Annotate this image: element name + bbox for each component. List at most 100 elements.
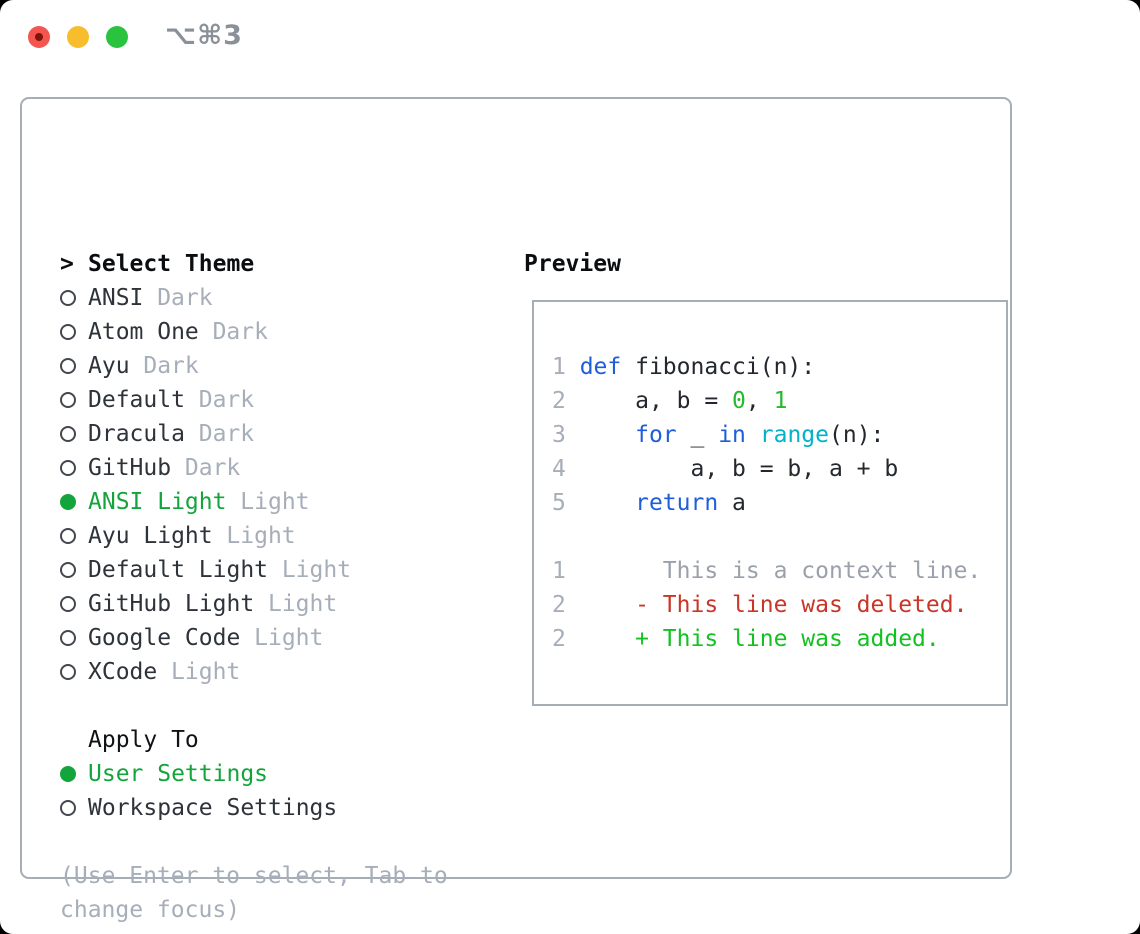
theme-option-github-light[interactable]: GitHub Light Light xyxy=(60,587,448,621)
radio-icon xyxy=(60,562,88,578)
code-segment: return xyxy=(635,490,719,516)
theme-option-github[interactable]: GitHub Dark xyxy=(60,451,448,485)
theme-option-google-code[interactable]: Google Code Light xyxy=(60,621,448,655)
theme-variant-tag: Dark xyxy=(212,319,268,345)
apply-option-user-settings[interactable]: User Settings xyxy=(60,757,448,791)
theme-option-ansi-light[interactable]: ANSI Light Light xyxy=(60,485,448,519)
minimize-button[interactable] xyxy=(67,26,89,48)
line-number: 1 xyxy=(552,558,566,584)
apply-option-label: Workspace Settings xyxy=(88,795,338,821)
code-segment: - This line was deleted. xyxy=(635,592,968,618)
radio-icon xyxy=(60,630,88,646)
line-number: 4 xyxy=(552,456,580,482)
code-segment: 1 xyxy=(773,388,788,414)
theme-variant-tag: Dark xyxy=(157,285,213,311)
theme-option-label: Default Light xyxy=(88,557,269,583)
code-segment: a, b = b, a + b xyxy=(579,456,899,482)
code-preview-box: 1 def fibonacci(n): 2 a, b = 0, 1 3 for … xyxy=(532,300,1008,706)
line-number: 2 xyxy=(552,388,580,414)
code-segment: range xyxy=(759,422,829,448)
theme-option-dracula[interactable]: Dracula Dark xyxy=(60,417,448,451)
code-segment: , xyxy=(745,388,774,414)
code-preview: 1 def fibonacci(n): 2 a, b = 0, 1 3 for … xyxy=(534,302,1006,656)
theme-option-label: Atom One xyxy=(88,319,199,345)
help-text: (Use Enter to select, Tab to change focus… xyxy=(60,859,448,927)
apply-option-label: User Settings xyxy=(88,761,269,787)
radio-icon xyxy=(60,426,88,442)
theme-option-label: Default xyxy=(88,387,185,413)
select-theme-header: >Select Theme xyxy=(60,247,448,281)
theme-option-label: Ayu Light xyxy=(88,523,213,549)
code-segment: This is a context line. xyxy=(565,558,982,584)
code-segment: 0 xyxy=(732,388,746,414)
apply-to-header: Apply To xyxy=(88,727,199,753)
blank-line xyxy=(60,825,448,859)
line-number: 1 xyxy=(552,354,580,380)
blank-line xyxy=(60,689,448,723)
code-segment: + This line was added. xyxy=(635,626,940,652)
close-button[interactable] xyxy=(28,26,50,48)
theme-variant-tag: Light xyxy=(267,591,338,617)
code-segment: (n): xyxy=(829,422,885,448)
radio-selected-icon xyxy=(60,494,88,510)
radio-selected-icon xyxy=(60,766,88,782)
theme-option-ayu[interactable]: Ayu Dark xyxy=(60,349,448,383)
zoom-button[interactable] xyxy=(106,26,128,48)
radio-icon xyxy=(60,528,88,544)
radio-icon xyxy=(60,800,88,816)
theme-option-atom-one[interactable]: Atom One Dark xyxy=(60,315,448,349)
theme-variant-tag: Dark xyxy=(143,353,199,379)
apply-option-workspace-settings[interactable]: Workspace Settings xyxy=(60,791,448,825)
code-segment: _ xyxy=(676,422,719,448)
help-line: (Use Enter to select, Tab to xyxy=(60,863,448,889)
line-number: 2 xyxy=(552,592,566,618)
theme-option-default-light[interactable]: Default Light Light xyxy=(60,553,448,587)
theme-variant-tag: Light xyxy=(281,557,352,583)
code-segment: for xyxy=(635,422,677,448)
code-segment: in xyxy=(718,422,746,448)
radio-icon xyxy=(60,324,88,340)
theme-option-label: XCode xyxy=(88,659,158,685)
code-segment xyxy=(566,626,635,652)
radio-icon xyxy=(60,596,88,612)
theme-variant-tag: Light xyxy=(254,625,324,651)
close-dot-icon xyxy=(35,33,43,41)
theme-option-label: GitHub Light xyxy=(88,591,255,617)
code-segment: fibonacci(n): xyxy=(621,354,816,380)
radio-icon xyxy=(60,460,88,476)
theme-option-label: Dracula xyxy=(88,421,185,447)
theme-option-label: ANSI xyxy=(88,285,144,311)
theme-option-ansi[interactable]: ANSI Dark xyxy=(60,281,448,315)
line-number: 5 xyxy=(552,490,580,516)
theme-variant-tag: Dark xyxy=(184,455,241,481)
theme-option-label: GitHub xyxy=(88,455,172,481)
code-segment xyxy=(580,490,635,516)
theme-variant-tag: Light xyxy=(171,659,241,685)
theme-option-xcode[interactable]: XCode Light xyxy=(60,655,448,689)
code-segment: a xyxy=(718,490,746,516)
theme-option-label: Ayu xyxy=(88,353,130,379)
theme-variant-tag: Dark xyxy=(198,387,255,413)
line-number: 3 xyxy=(552,422,580,448)
code-segment xyxy=(566,592,635,618)
theme-option-label: Google Code xyxy=(88,625,241,651)
code-segment: def xyxy=(579,354,622,380)
help-line: change focus) xyxy=(60,897,241,923)
radio-icon xyxy=(60,392,88,408)
theme-variant-tag: Light xyxy=(240,489,310,515)
theme-variant-tag: Dark xyxy=(198,421,255,447)
radio-icon xyxy=(60,664,88,680)
code-segment xyxy=(580,422,635,448)
preview-header: Preview xyxy=(524,251,621,277)
theme-option-label: ANSI Light xyxy=(88,489,227,515)
theme-option-default[interactable]: Default Dark xyxy=(60,383,448,417)
code-segment: a, b = xyxy=(579,388,733,414)
code-segment xyxy=(746,422,760,448)
window-title: ⌥⌘3 xyxy=(165,20,243,51)
